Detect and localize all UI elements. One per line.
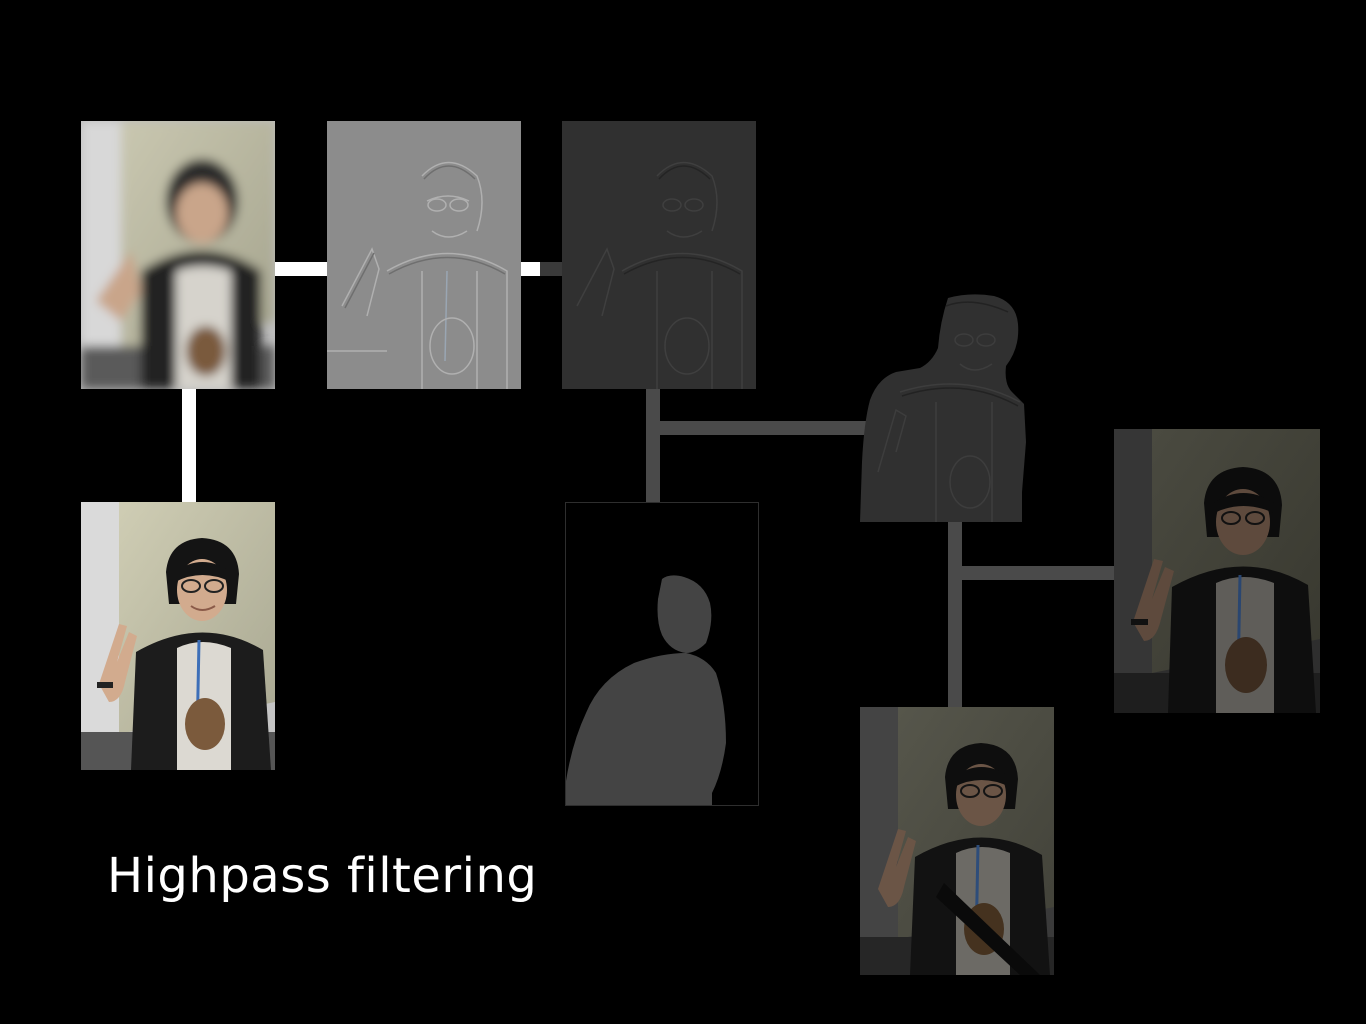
highpass-result-panel — [327, 121, 521, 389]
original-photo-panel — [81, 502, 275, 770]
slide-title: Highpass filtering — [107, 848, 538, 904]
connector-cutout-down — [948, 520, 962, 708]
connector-cutout-to-output — [962, 566, 1114, 580]
connector-highpass-to-dark-gray — [540, 262, 562, 276]
connector-original-to-blur — [182, 388, 196, 502]
connector-highpass-to-dark-white — [520, 262, 540, 276]
darkened-highpass-panel — [562, 121, 756, 389]
connector-blur-to-highpass — [274, 262, 328, 276]
blurred-photo-panel — [81, 121, 275, 389]
person-mask-panel — [565, 502, 759, 806]
masked-highpass-panel — [860, 292, 1028, 522]
connector-dark-to-mask — [646, 388, 660, 502]
connector-dark-to-cutout — [660, 421, 876, 435]
dark-output-photo-panel — [860, 707, 1054, 975]
dim-output-photo-panel — [1114, 429, 1320, 713]
